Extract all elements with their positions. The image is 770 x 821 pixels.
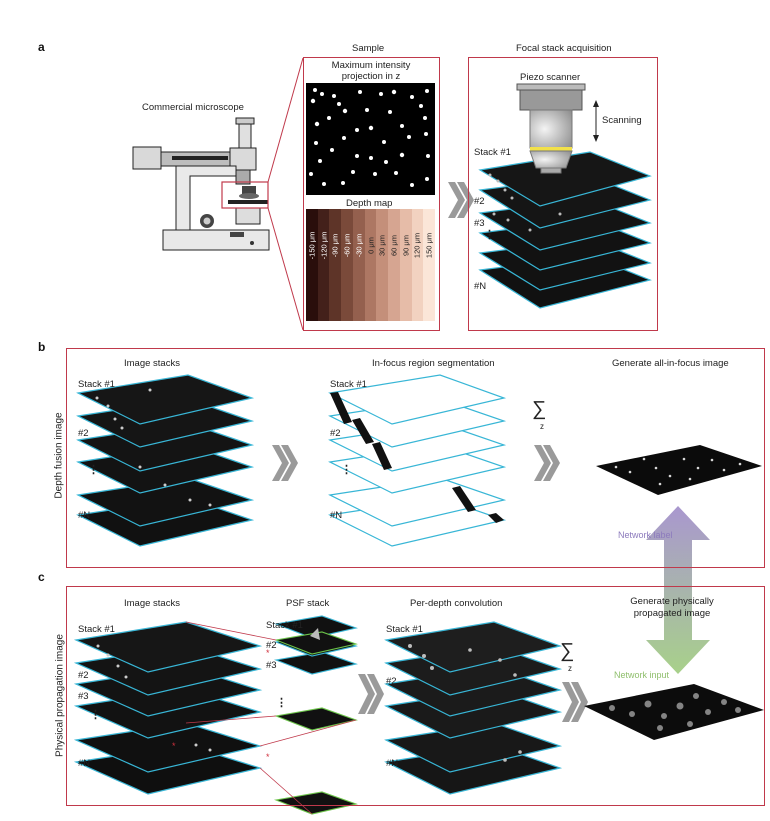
chevron-arrow-icon xyxy=(448,182,474,218)
depth-map-band: 90 μm xyxy=(399,209,412,321)
c-image-stack: ⋮ * xyxy=(73,621,263,795)
stack-label: #N xyxy=(78,758,91,769)
c-chevrons-2 xyxy=(562,682,588,722)
stack-label: #N xyxy=(386,758,399,769)
focal-stack-box xyxy=(468,57,658,331)
stack-label: #2 xyxy=(330,428,341,439)
segmentation-title: In-focus region segmentation xyxy=(372,358,495,369)
depth-tick-label: -60 μm xyxy=(342,233,352,258)
stack-label: Stack #1 xyxy=(78,379,115,390)
depth-map-band: -150 μm xyxy=(306,209,318,321)
c-chevrons-1 xyxy=(358,674,384,714)
scanning-label: Scanning xyxy=(602,115,642,126)
panel-b-letter: b xyxy=(38,340,46,354)
depth-map-band: -60 μm xyxy=(341,209,353,321)
svg-text:⋮: ⋮ xyxy=(484,229,495,241)
microscope-label: Commercial microscope xyxy=(142,102,244,113)
depth-tick-label: -30 μm xyxy=(354,233,364,258)
panel-a-letter: a xyxy=(38,40,45,54)
depth-map-band: -30 μm xyxy=(352,209,365,321)
stack-label: #N xyxy=(474,281,487,292)
panel-c-letter: c xyxy=(38,570,45,584)
all-in-focus-title: Generate all-in-focus image xyxy=(612,358,729,369)
conv-stack xyxy=(384,621,563,795)
focal-title: Focal stack acquisition xyxy=(516,43,612,54)
b-segmentation-stack: ⋮ xyxy=(328,374,507,547)
network-input: Network input xyxy=(614,670,670,680)
svg-text:⋮: ⋮ xyxy=(88,464,99,476)
stack-label: #2 xyxy=(266,640,277,651)
propagated-title: Generate physically propagated image xyxy=(630,596,714,619)
svg-text:⋮: ⋮ xyxy=(276,697,287,709)
depth-map-band: -120 μm xyxy=(317,209,330,321)
depth-tick-label: 30 μm xyxy=(377,235,387,256)
stack-label: Stack #1 xyxy=(330,379,367,390)
stack-label: #3 xyxy=(266,660,277,671)
image-stacks-title: Image stacks xyxy=(124,358,180,369)
sum-symbol: ∑ xyxy=(560,640,575,662)
depth-tick-label: 90 μm xyxy=(401,235,411,256)
sample-title: Sample xyxy=(352,43,385,54)
microscope-illustration xyxy=(132,57,304,331)
stack-label: #3 xyxy=(78,691,89,702)
stack-label: #2 xyxy=(386,676,397,687)
svg-text:⋮: ⋮ xyxy=(341,464,352,476)
panel-c-side-label: Physical propagation image xyxy=(54,634,66,757)
depth-tick-label: 120 μm xyxy=(412,232,422,259)
depth-map-band: 150 μm xyxy=(423,209,436,321)
depth-map-band: -90 μm xyxy=(329,209,342,321)
depth-map-band: 0 μm xyxy=(364,209,377,321)
depth-map-band: 120 μm xyxy=(411,209,424,321)
stack-label: #3 xyxy=(474,218,485,229)
objective-lens xyxy=(516,83,599,174)
mip-label: Maximum intensity projection in z xyxy=(331,60,411,82)
b-chevrons-2 xyxy=(534,445,560,481)
all-in-focus-image xyxy=(596,445,762,495)
c-image-stacks-title: Image stacks xyxy=(124,598,180,609)
stack-label: #2 xyxy=(78,428,89,439)
mip-image xyxy=(306,83,435,195)
panel-b-box xyxy=(66,348,765,568)
stack-label: Stack #1 xyxy=(266,620,303,631)
depth-map-band: 30 μm xyxy=(376,209,389,321)
sample-box xyxy=(303,57,440,331)
stack-label: #2 xyxy=(474,196,485,207)
depth-map-label: Depth map xyxy=(346,198,393,209)
stack-label: Stack #1 xyxy=(386,624,423,635)
network-double-arrow xyxy=(646,506,710,674)
piezo-label: Piezo scanner xyxy=(520,72,581,83)
svg-text:⋮: ⋮ xyxy=(90,709,101,721)
sum-subscript: z xyxy=(540,422,544,431)
psf-stack: * * ⋮ xyxy=(185,615,358,815)
depth-tick-label: -90 μm xyxy=(330,233,340,258)
stack-label: #2 xyxy=(78,670,89,681)
network-label: Network label xyxy=(618,530,673,540)
depth-map-band: 60 μm xyxy=(388,209,400,321)
panel-b-side-label: Depth fusion image xyxy=(53,412,65,499)
depth-tick-label: -150 μm xyxy=(307,231,317,260)
per-depth-title: Per-depth convolution xyxy=(410,598,503,609)
sum-symbol: ∑ xyxy=(532,398,547,420)
panel-c-box xyxy=(66,586,765,806)
stack-label: Stack #1 xyxy=(78,624,115,635)
depth-tick-label: -120 μm xyxy=(319,231,329,260)
svg-text:*: * xyxy=(266,752,270,762)
depth-tick-label: 150 μm xyxy=(424,232,434,259)
svg-text:*: * xyxy=(266,648,270,658)
focal-stack: ⋮ xyxy=(478,151,652,309)
stack-label: #N xyxy=(78,510,91,521)
stack-label: #N xyxy=(330,510,343,521)
stack-label: Stack #1 xyxy=(474,147,511,158)
depth-tick-label: 60 μm xyxy=(389,235,399,256)
psf-stack-title: PSF stack xyxy=(286,598,330,609)
b-image-stack: ⋮ xyxy=(76,374,255,547)
depth-tick-label: 0 μm xyxy=(366,237,376,254)
b-chevrons-1 xyxy=(272,445,298,481)
sum-subscript: z xyxy=(568,664,572,673)
propagated-image xyxy=(584,684,764,740)
svg-text:*: * xyxy=(172,741,176,751)
